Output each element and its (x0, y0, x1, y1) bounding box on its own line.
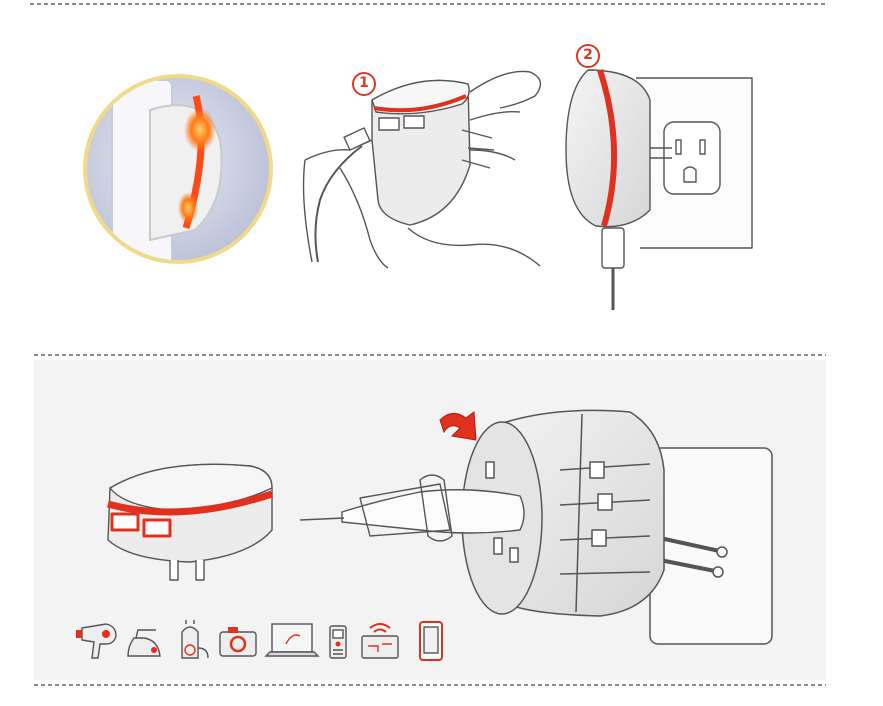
step2-number: 2 (583, 47, 593, 63)
iron-icon (127, 629, 161, 657)
zoom-indicator-circle (83, 74, 273, 264)
step1-badge (352, 72, 376, 96)
step1-number: 1 (359, 75, 369, 91)
compatible-devices-row (76, 618, 456, 664)
wifi-router-icon (361, 623, 399, 659)
camera-icon (219, 627, 257, 657)
step2-badge (576, 44, 600, 68)
insert-arrow-icon (439, 411, 477, 441)
smartphone-icon (419, 621, 443, 661)
large-universal-adapter (461, 409, 773, 645)
usb-plug-with-hand (299, 474, 525, 542)
laptop-icon (264, 623, 320, 657)
shaver-icon (181, 620, 209, 659)
adapter-with-usb-ports (107, 463, 274, 581)
step1-illustration (302, 70, 542, 269)
step2-illustration (565, 44, 753, 310)
hair-dryer-icon (76, 623, 117, 659)
mobile-phone-icon (329, 625, 347, 659)
